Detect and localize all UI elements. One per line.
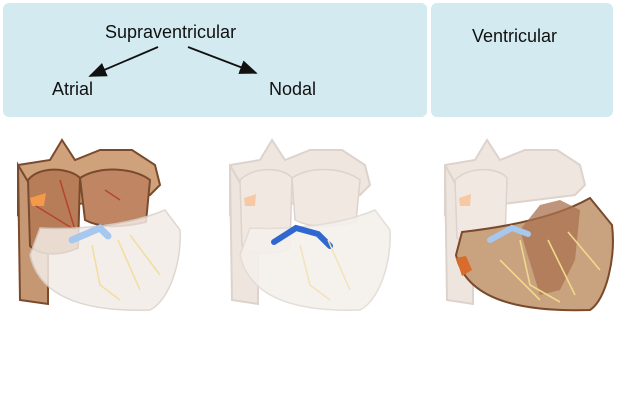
ventricular-focus: [456, 256, 472, 276]
heart-atrial: [16, 138, 181, 311]
label-ventricular: Ventricular: [472, 26, 558, 46]
supraventricular-panel: [3, 3, 427, 117]
arrow-to-atrial: [88, 46, 159, 77]
heart-nodal: [229, 138, 391, 311]
ventricular-panel: [431, 3, 613, 117]
label-supraventricular: Supraventricular: [105, 22, 237, 42]
arrow-to-nodal: [187, 46, 258, 74]
heart-ventricular: [444, 138, 614, 312]
av-node: [271, 224, 333, 249]
label-nodal: Nodal: [269, 79, 317, 99]
label-atrial: Atrial: [52, 79, 94, 99]
atrial-focus: [30, 193, 46, 206]
